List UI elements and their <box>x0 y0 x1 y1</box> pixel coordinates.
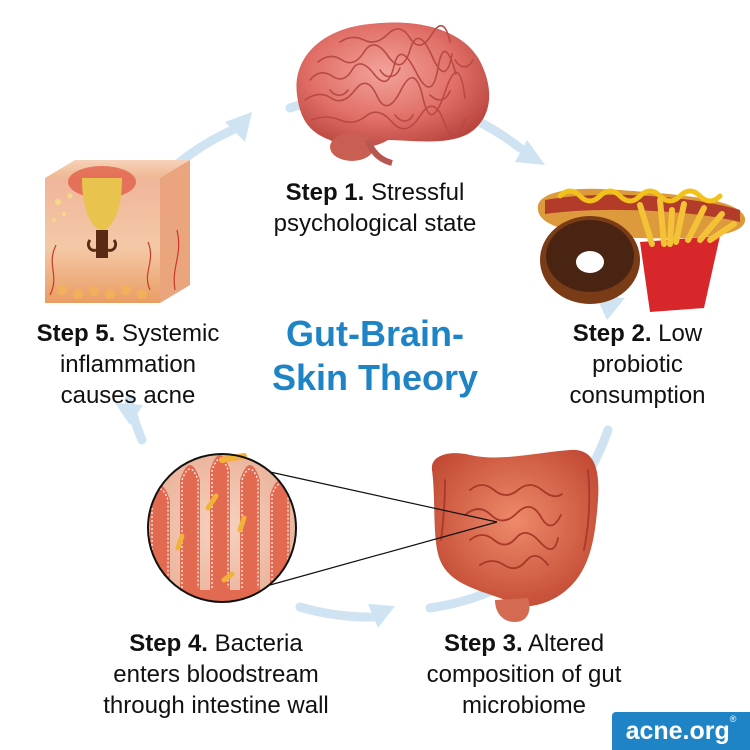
arrowhead-icon <box>515 140 545 165</box>
step-2-line-3: consumption <box>569 382 706 409</box>
title-line-1: Gut-Brain- <box>286 313 464 354</box>
step-1-line-2: psychological state <box>273 210 477 237</box>
step-4-heading: Step 4. <box>129 630 208 657</box>
step-3-text: Altered <box>528 630 605 657</box>
junk-food-illustration <box>537 188 746 312</box>
step-3-label: Step 3. Altered composition of gut micro… <box>388 628 660 721</box>
step-3-line-1: Step 3. Altered <box>388 628 660 659</box>
step-4-line-3: through intestine wall <box>103 692 329 719</box>
step-2-label: Step 2. Low probiotic consumption <box>545 318 730 411</box>
step-5-heading: Step 5. <box>36 320 116 347</box>
step-5-line-2: inflammation <box>59 351 197 378</box>
step-1-text: Stressful <box>371 179 465 206</box>
step-5-line-3: causes acne <box>60 382 196 409</box>
step-4-label: Step 4. Bacteria enters bloodstream thro… <box>60 628 372 721</box>
step-3-line-2: composition of gut <box>426 661 622 688</box>
skin-pore-illustration <box>45 160 190 303</box>
step-5-line-1: Step 5. Systemic <box>2 318 254 349</box>
logo-text: acne.org <box>625 717 730 745</box>
acne-org-logo: acne.org® <box>612 712 750 750</box>
step-5-text: Systemic <box>122 320 220 347</box>
title-line-2: Skin Theory <box>271 357 479 398</box>
step-4-line-1: Step 4. Bacteria <box>60 628 372 659</box>
cycle-arc-segment <box>295 602 380 622</box>
step-1-heading: Step 1. <box>285 179 365 206</box>
step-1-line-1: Step 1. Stressful <box>225 177 525 208</box>
step-3-heading: Step 3. <box>443 630 523 657</box>
intestine-illustration <box>431 449 599 622</box>
step-2-line-2: probiotic <box>592 351 683 378</box>
arrowhead-icon <box>115 403 143 425</box>
brain-illustration <box>296 22 490 166</box>
step-5-label: Step 5. Systemic inflammation causes acn… <box>2 318 254 411</box>
step-4-line-2: enters bloodstream <box>113 661 319 688</box>
diagram-title: Gut-Brain- Skin Theory <box>230 312 520 400</box>
zoom-indicator <box>269 471 498 586</box>
step-4-text: Bacteria <box>214 630 303 657</box>
step-2-line-1: Step 2. Low <box>545 318 730 349</box>
arrowhead-icon <box>368 604 395 628</box>
step-2-heading: Step 2. <box>572 320 652 347</box>
arrowhead-icon <box>225 112 252 142</box>
cycle-arc-segment <box>124 395 147 445</box>
step-3-line-3: microbiome <box>461 692 587 719</box>
registered-mark: ® <box>729 714 737 724</box>
intestinal-villi-illustration <box>147 453 297 603</box>
step-2-text: Low <box>658 320 703 347</box>
step-1-label: Step 1. Stressful psychological state <box>225 177 525 239</box>
